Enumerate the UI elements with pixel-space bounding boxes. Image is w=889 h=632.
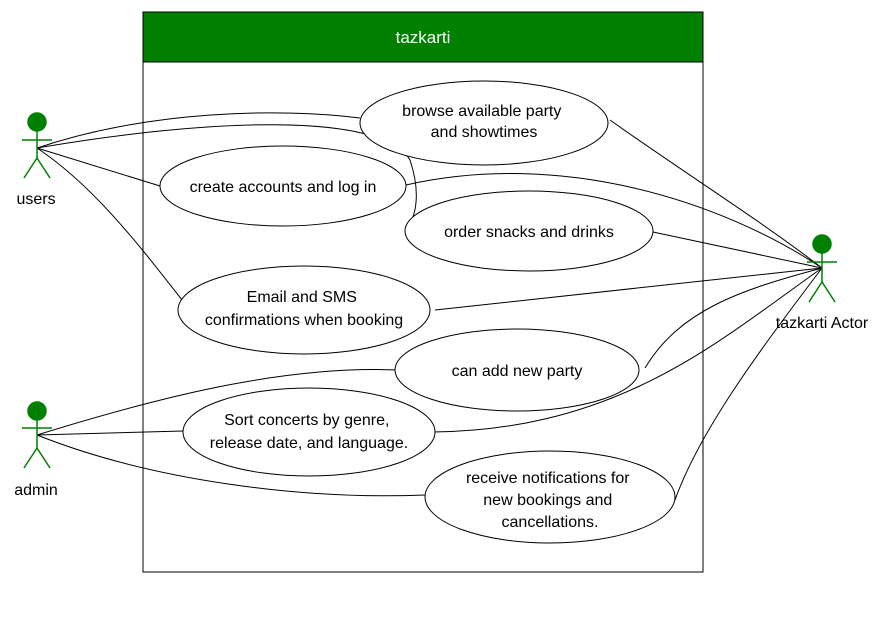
assoc-actor-snacks [652, 231, 823, 269]
use-case-add-party: can add new party [394, 328, 640, 412]
use-case-add-party-label: can add new party [452, 363, 583, 380]
use-case-add-party-ellipse [394, 328, 640, 412]
use-case-browse: browse available party and showtimes [359, 80, 609, 166]
actor-admin-right-leg [36, 447, 51, 469]
actor-users-right-leg [36, 157, 51, 179]
actor-users-label: users [16, 191, 55, 208]
actor-admin-head-icon [27, 401, 47, 421]
use-case-notify-line-2: new bookings and [483, 492, 612, 509]
actor-users-head-icon [27, 112, 47, 132]
actor-tazkarti-label: tazkarti Actor [776, 315, 869, 332]
use-case-accounts: create accounts and log in [159, 145, 407, 227]
assoc-users-email [36, 147, 191, 311]
use-case-email-line-1: Email and SMS [247, 289, 357, 306]
actor-tazkarti-right-leg [821, 281, 836, 303]
actor-admin-left-leg [23, 447, 38, 469]
assoc-actor-email [434, 267, 823, 311]
actor-tazkarti-left-leg [808, 281, 823, 303]
use-case-notify-line-3: cancellations. [502, 514, 599, 531]
use-case-browse-label: browse available party and showtimes [402, 103, 566, 141]
use-case-notify-ellipse [424, 450, 676, 544]
use-case-sort-ellipse [182, 387, 436, 477]
system-title: tazkarti [396, 28, 451, 47]
use-case-browse-ellipse [359, 80, 609, 166]
actor-users [22, 112, 52, 179]
use-case-email-label: Email and SMS confirmations when booking [205, 289, 403, 329]
use-case-accounts-label: create accounts and log in [190, 179, 377, 196]
use-case-browse-line-2: and showtimes [431, 124, 538, 141]
use-case-accounts-ellipse [159, 145, 407, 227]
actor-tazkarti-head-icon [812, 234, 832, 254]
use-case-notify-label: receive notifications for new bookings a… [466, 470, 634, 531]
assoc-actor-sort [432, 267, 823, 433]
assoc-actor-browse [609, 119, 823, 269]
use-case-sort: Sort concerts by genre, release date, an… [182, 387, 436, 477]
assoc-users-accounts [36, 147, 161, 187]
system-header [142, 11, 704, 63]
assoc-actor-accounts [405, 173, 823, 269]
use-case-notify-line-1: receive notifications for [466, 470, 630, 487]
assoc-admin-sort [36, 430, 184, 436]
use-case-sort-line-1: Sort concerts by genre, [224, 412, 389, 429]
assoc-actor-notify [674, 267, 823, 501]
use-case-browse-line-1: browse available party [402, 103, 561, 120]
use-case-notify: receive notifications for new bookings a… [424, 450, 676, 544]
assoc-admin-add-party [36, 369, 398, 436]
use-case-snacks-label: order snacks and drinks [444, 224, 614, 241]
actor-tazkarti [807, 234, 837, 303]
actor-admin [22, 401, 52, 469]
actor-users-left-leg [23, 157, 38, 179]
use-case-email-line-2: confirmations when booking [205, 312, 403, 329]
use-case-snacks: order snacks and drinks [404, 190, 654, 272]
use-case-sort-label: Sort concerts by genre, release date, an… [210, 412, 408, 452]
use-case-email: Email and SMS confirmations when booking [177, 265, 431, 355]
assoc-actor-add-party [644, 267, 823, 369]
use-case-email-ellipse [177, 265, 431, 355]
actor-admin-label: admin [14, 482, 58, 499]
use-case-snacks-ellipse [404, 190, 654, 272]
assoc-admin-notify [36, 434, 426, 497]
use-case-sort-line-2: release date, and language. [210, 435, 408, 452]
assoc-users-browse [36, 112, 361, 149]
